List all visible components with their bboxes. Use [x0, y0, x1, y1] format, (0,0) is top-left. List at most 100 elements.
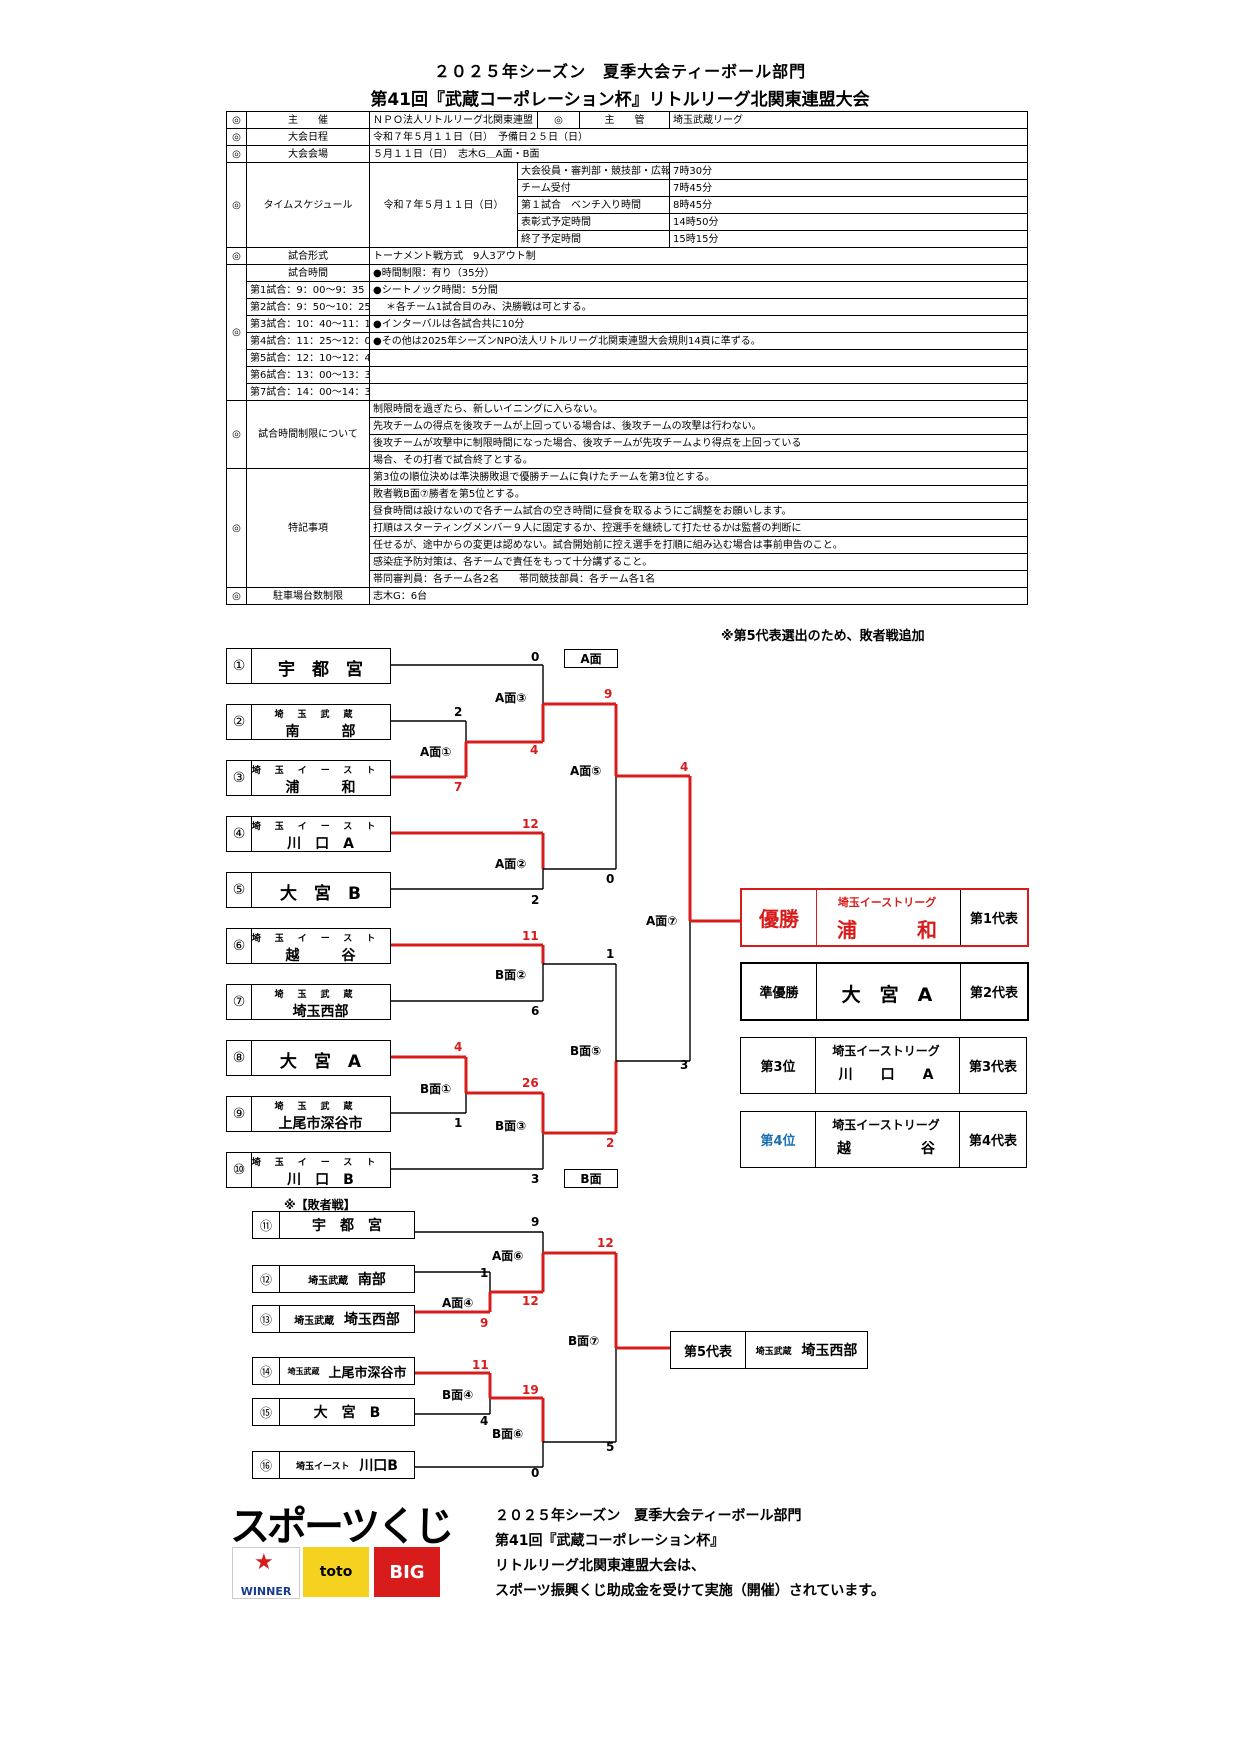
team-league: 埼玉イースト	[251, 1158, 390, 1168]
team-prefix: 埼玉武蔵	[294, 1315, 335, 1327]
score: 4	[454, 1040, 463, 1054]
score: 12	[522, 1294, 539, 1308]
match-label: B面④	[442, 1388, 474, 1402]
loser-team-box: ⑯ 埼玉イースト 川口B	[252, 1451, 415, 1479]
score: 12	[522, 817, 539, 831]
score: 4	[480, 1414, 489, 1428]
match-label: A面⑦	[646, 914, 678, 928]
bracket-note: ※第5代表選出のため、敗者戦追加	[721, 629, 925, 644]
notes-label: 特記事項	[246, 468, 370, 588]
page-title: ２０２５年シーズン 夏季大会ティーボール部門	[433, 62, 807, 81]
match-label: A面⑤	[570, 764, 602, 778]
team-league: 埼玉イースト	[251, 934, 390, 944]
team-name: 川 口 B	[287, 1172, 354, 1188]
seed-number: ⑪	[253, 1212, 280, 1238]
seed-number: ⑮	[253, 1399, 280, 1425]
team-prefix: 埼玉武蔵	[308, 1275, 349, 1287]
sports-lottery-logo: スポーツくじ	[230, 1504, 454, 1550]
team-name: 大 宮 B	[313, 1405, 381, 1421]
rep-label: 第3代表	[959, 1038, 1026, 1093]
team-league: 埼玉武蔵	[274, 990, 367, 1000]
result-team: 浦 和	[837, 918, 937, 942]
team-box: ④ 埼玉イースト 川 口 A	[226, 816, 391, 852]
schedule-date: 令和７年５月１１日（日）	[369, 162, 518, 248]
team-box: ⑨ 埼玉武蔵 上尾市深谷市	[226, 1096, 391, 1132]
match-label: A面③	[495, 691, 527, 705]
rank-label: 優勝	[742, 890, 817, 945]
team-name: 浦 和	[285, 780, 356, 796]
seed-number: ④	[227, 817, 252, 851]
team-name: 上尾市深谷市	[328, 1365, 407, 1381]
score: 0	[606, 872, 615, 886]
seed-number: ①	[227, 649, 252, 683]
result-league: 埼玉イーストリーグ	[832, 1118, 940, 1132]
footer-line: スポーツ振興くじ助成金を受けて実施（開催）されています。	[495, 1583, 885, 1599]
match-label: B面⑦	[568, 1334, 600, 1348]
score: 9	[531, 1215, 540, 1229]
loser-team-box: ⑬ 埼玉武蔵 埼玉西部	[252, 1305, 415, 1333]
score: 7	[454, 780, 463, 794]
team-name: 越 谷	[285, 948, 356, 964]
score: 19	[522, 1383, 539, 1397]
score: 6	[531, 1004, 540, 1018]
loser-team-box: ⑮ 大 宮 B	[252, 1398, 415, 1426]
team-box: ⑦ 埼玉武蔵 埼玉西部	[226, 984, 391, 1020]
result-league: 埼玉イーストリーグ	[837, 896, 937, 909]
seed-number: ⑩	[227, 1153, 252, 1187]
team-league: 埼玉イースト	[251, 766, 390, 776]
team-name: 埼玉西部	[292, 1004, 349, 1020]
seed-number: ⑦	[227, 985, 252, 1019]
result-team: 越 谷	[837, 1141, 935, 1157]
seed-number: ⑫	[253, 1266, 280, 1292]
page-subtitle: 第41回『武蔵コーポレーション杯』リトルリーグ北関東連盟大会	[370, 90, 870, 110]
footer-text: ２０２５年シーズン 夏季大会ティーボール部門 第41回『武蔵コーポレーション杯』…	[495, 1504, 885, 1604]
team-name: 大 宮 B	[280, 884, 361, 904]
team-league: 埼玉武蔵	[274, 1102, 367, 1112]
seed-number: ⑥	[227, 929, 252, 963]
team-name: 宇 都 宮	[312, 1218, 382, 1234]
score: 5	[606, 1440, 615, 1454]
team-name: 埼玉西部	[343, 1312, 400, 1328]
result-league: 埼玉イーストリーグ	[832, 1044, 940, 1058]
score: 4	[530, 743, 539, 757]
score: 9	[480, 1316, 489, 1330]
losers-label: ※【敗者戦】	[284, 1198, 356, 1212]
match-label: A面⑥	[492, 1249, 524, 1263]
rank-label: 準優勝	[742, 964, 817, 1019]
score: 9	[604, 687, 613, 701]
score: 0	[531, 1466, 540, 1480]
score: 26	[522, 1076, 539, 1090]
match-label: B面③	[495, 1119, 527, 1133]
rep-label: 第4代表	[959, 1112, 1026, 1167]
seed-number: ⑧	[227, 1041, 252, 1075]
score: 1	[454, 1116, 463, 1130]
result-team: 川 口 A	[838, 1067, 934, 1083]
team-prefix: 埼玉武蔵	[755, 1346, 792, 1357]
team-prefix: 埼玉イースト	[296, 1461, 350, 1472]
match-label: B面⑤	[570, 1044, 602, 1058]
team-box: ② 埼玉武蔵 南 部	[226, 704, 391, 740]
score: 12	[597, 1236, 614, 1250]
parking-label: 駐車場台数制限	[246, 587, 370, 605]
team-box: ③ 埼玉イースト 浦 和	[226, 760, 391, 796]
score: 4	[680, 760, 689, 774]
info-table: ◎ 主 催 ＮＰＯ法人リトルリーグ北関東連盟 ◎ 主 管 埼玉武蔵リーグ ◎ 大…	[226, 111, 1028, 605]
seed-number: ②	[227, 705, 252, 739]
team-name: 埼玉西部	[801, 1343, 858, 1359]
score: 0	[531, 650, 540, 664]
team-name: 南 部	[285, 724, 356, 740]
rep-label: 第2代表	[960, 964, 1027, 1019]
team-box: ⑥ 埼玉イースト 越 谷	[226, 928, 391, 964]
score: 11	[472, 1358, 489, 1372]
rank-label: 第3位	[741, 1038, 816, 1093]
team-name: 川 口 A	[287, 836, 354, 852]
team-prefix: 埼玉武蔵	[287, 1366, 320, 1376]
loser-team-box: ⑫ 埼玉武蔵 南部	[252, 1265, 415, 1293]
match-label: B面②	[495, 968, 527, 982]
result-fourth: 第4位 埼玉イーストリーグ 越 谷 第4代表	[740, 1111, 1027, 1168]
court-label-b: B面	[564, 1169, 618, 1188]
team-name: 宇 都 宮	[278, 660, 363, 680]
result-third: 第3位 埼玉イーストリーグ 川 口 A 第3代表	[740, 1037, 1027, 1094]
result-team: 大 宮 A	[841, 984, 933, 1006]
